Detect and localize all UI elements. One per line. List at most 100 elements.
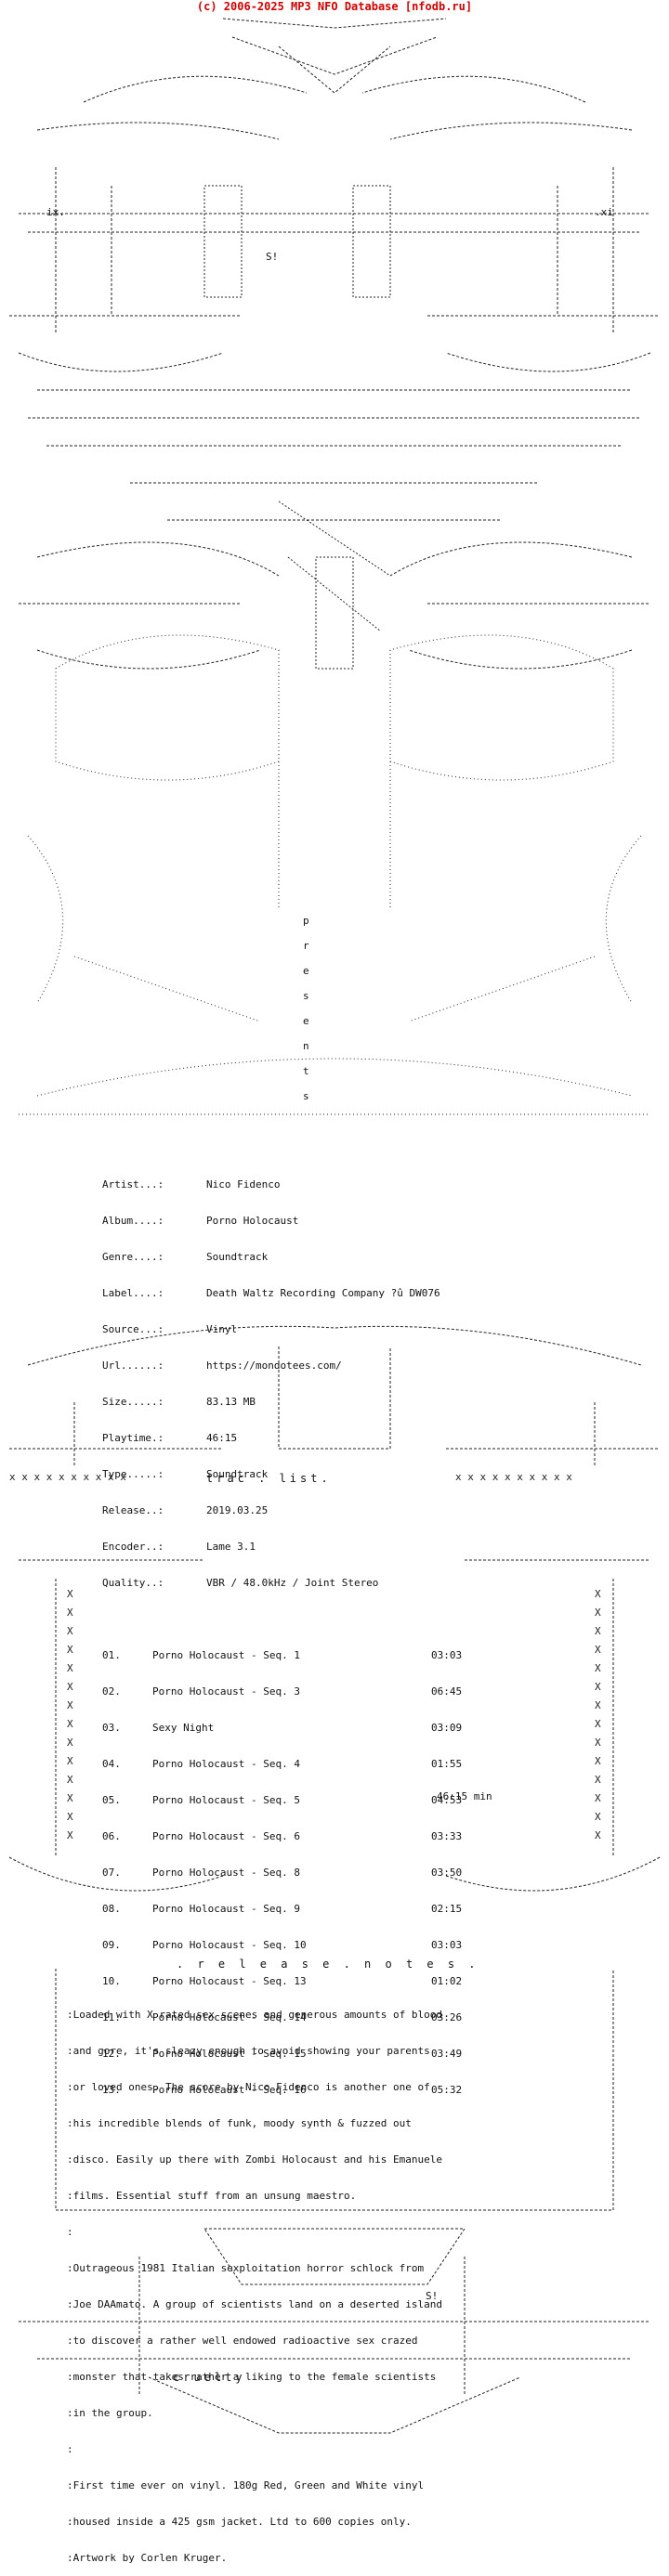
- presents-letter: t: [303, 1065, 309, 1077]
- track-title: Porno Holocaust - Seq. 13: [152, 1975, 307, 1987]
- mid-gate-art: [9, 1325, 660, 1857]
- track-title: Porno Holocaust - Seq. 4: [152, 1758, 300, 1770]
- info-value: Soundtrack: [206, 1251, 269, 1263]
- info-key: Quality..:: [102, 1577, 164, 1589]
- notes-line: :: [67, 2226, 73, 2238]
- info-value: 2019.03.25: [206, 1504, 269, 1516]
- x-columns-art: XXX XXX XXX XXX XX XXX XXX XXX XXX XX x …: [9, 1471, 601, 1841]
- track-duration: 03:49: [431, 2048, 463, 2060]
- info-row: Genre....:Soundtrack: [102, 1251, 440, 1263]
- track-number: 10.: [102, 1975, 121, 1987]
- svg-text:x x x x x x x x x x: x x x x x x x x x x: [455, 1471, 572, 1483]
- svg-text:X: X: [595, 1699, 601, 1711]
- ascii-art: XXX XXX XXX XXX XX XXX XXX XXX XXX XX x …: [8, 18, 661, 2434]
- footer-label: cruelty: [173, 2371, 246, 2384]
- notes-line: :Outrageous 1981 Italian sexploitation h…: [67, 2262, 425, 2274]
- svg-text:X: X: [67, 1681, 73, 1693]
- info-key: Source...:: [102, 1323, 164, 1335]
- info-value: Porno Holocaust: [206, 1215, 299, 1227]
- notes-line: :or loved ones. The score by Nico Fidenc…: [67, 2081, 430, 2093]
- presents-letter: p: [303, 915, 309, 927]
- notes-line: :Loaded with X rated sex scenes and gene…: [67, 2009, 442, 2021]
- track-duration: 02:15: [431, 1903, 463, 1915]
- notes-line: :films. Essential stuff from an unsung m…: [67, 2190, 357, 2202]
- release-notes-label: . r e l e a s e . n o t e s .: [177, 1958, 479, 1971]
- info-row: Size.....:83.13 MB: [102, 1396, 440, 1408]
- info-value: Death Waltz Recording Company ?û DW076: [206, 1287, 440, 1299]
- info-key: Label....:: [102, 1287, 164, 1299]
- track-title: Porno Holocaust - Seq. 3: [152, 1685, 300, 1698]
- svg-text:X: X: [595, 1718, 601, 1730]
- track-title: Porno Holocaust - Seq. 8: [152, 1867, 300, 1879]
- track-row: 03. Sexy Night 03:09: [102, 1722, 462, 1734]
- notes-line: :disco. Easily up there with Zombi Holoc…: [67, 2153, 442, 2166]
- info-row: Release..: 2019.03.25: [102, 1504, 440, 1516]
- svg-text:X: X: [595, 1774, 601, 1786]
- notes-line: :First time ever on vinyl. 180g Red, Gre…: [67, 2479, 425, 2491]
- svg-text:X: X: [595, 1737, 601, 1749]
- track-number: 02.: [102, 1685, 121, 1698]
- footer-emblem: S!: [426, 2290, 439, 2302]
- track-duration: 04:53: [431, 1794, 463, 1806]
- track-number: 13.: [102, 2084, 121, 2096]
- track-number: 03.: [102, 1722, 121, 1734]
- notes-line: :Joe DAAmato. A group of scientists land…: [67, 2298, 442, 2310]
- info-key: Release..:: [102, 1504, 164, 1516]
- svg-text:X: X: [595, 1625, 601, 1637]
- crown-emblem: S!: [266, 251, 279, 263]
- track-number: 05.: [102, 1794, 121, 1806]
- track-number: 04.: [102, 1758, 121, 1770]
- track-duration: 01:55: [431, 1758, 463, 1770]
- track-duration: 06:45: [431, 1685, 463, 1698]
- svg-text:X: X: [67, 1718, 73, 1730]
- info-key: Url......:: [102, 1360, 164, 1372]
- info-value: 83.13 MB: [206, 1396, 256, 1408]
- track-number: 07.: [102, 1867, 121, 1879]
- presents-vertical: p r e s e n t s: [303, 915, 314, 1102]
- dotted-wings-art: [19, 634, 650, 1115]
- track-number: 12.: [102, 2048, 121, 2060]
- track-duration: 03:33: [431, 1830, 463, 1842]
- track-title: Porno Holocaust - Seq. 10: [152, 1939, 307, 1951]
- track-duration: 03:03: [431, 1649, 463, 1661]
- track-duration: 01:02: [431, 1975, 463, 1987]
- track-duration: 03:09: [431, 1722, 463, 1734]
- svg-text:X: X: [595, 1792, 601, 1804]
- info-row: Encoder..:Lame 3.1: [102, 1541, 440, 1553]
- track-duration: 03:03: [431, 1939, 463, 1951]
- notes-line: :housed inside a 425 gsm jacket. Ltd to …: [67, 2516, 412, 2528]
- svg-text:X: X: [595, 1829, 601, 1841]
- svg-text:X: X: [67, 1662, 73, 1674]
- notes-line: :his incredible blends of funk, moody sy…: [67, 2117, 412, 2129]
- notes-line: :to discover a rather well endowed radio…: [67, 2335, 418, 2347]
- info-value: VBR / 48.0kHz / Joint Stereo: [206, 1577, 379, 1589]
- info-value: Nico Fidenco: [206, 1178, 281, 1190]
- top-crown-art: [9, 18, 660, 670]
- svg-text:X: X: [595, 1588, 601, 1600]
- svg-text:X: X: [67, 1737, 73, 1749]
- track-title: Sexy Night: [152, 1722, 215, 1734]
- svg-text:X: X: [595, 1681, 601, 1693]
- pillar-art: [203, 185, 391, 670]
- info-row: Type.....:Soundtrack: [102, 1468, 440, 1480]
- info-row: Source...:Vinyl: [102, 1323, 440, 1335]
- release-notes: :Loaded with X rated sex scenes and gene…: [67, 1984, 442, 2576]
- info-key: Album....:: [102, 1215, 164, 1227]
- svg-text:X: X: [67, 1644, 73, 1656]
- info-value: Lame 3.1: [206, 1541, 256, 1553]
- presents-letter: e: [303, 965, 309, 977]
- track-number: 06.: [102, 1830, 121, 1842]
- track-title: Porno Holocaust - Seq. 14: [152, 2011, 307, 2023]
- track-title: Porno Holocaust - Seq. 5: [152, 1794, 300, 1806]
- info-row: Artist...:Nico Fidenco: [102, 1178, 440, 1190]
- track-title: Porno Holocaust - Seq. 1: [152, 1649, 300, 1661]
- presents-letter: r: [303, 940, 309, 952]
- track-title: Porno Holocaust - Seq. 9: [152, 1903, 300, 1915]
- track-row: 02. Porno Holocaust - Seq. 3 06:45: [102, 1685, 462, 1698]
- svg-text:X: X: [595, 1644, 601, 1656]
